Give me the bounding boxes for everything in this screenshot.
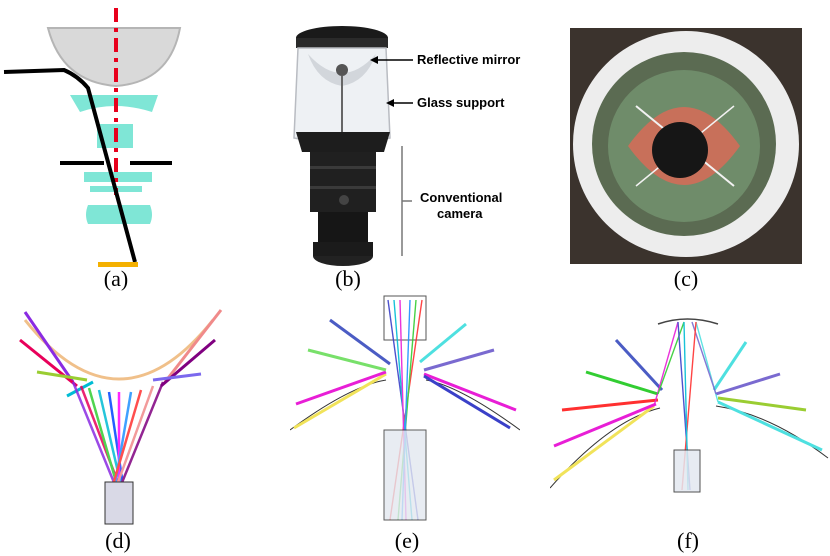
- label-glass-support: Glass support: [417, 95, 505, 110]
- panorama-drawing: [573, 31, 799, 257]
- panel-d-raytrace: [15, 300, 230, 530]
- chief-ray: [3, 67, 137, 263]
- mirror-profile-e: [290, 379, 387, 431]
- camera-screw: [339, 195, 349, 205]
- reflective-mirror-shape: [46, 27, 182, 88]
- mirror-profile-d: [23, 319, 215, 381]
- label-conventional-camera-line1: Conventional: [420, 190, 503, 205]
- label-reflective-mirror: Reflective mirror: [417, 52, 521, 67]
- camera-collar: [296, 132, 390, 152]
- panel-c-panorama: [570, 28, 802, 264]
- caption-f: (f): [677, 528, 699, 553]
- image-sensor: [98, 262, 138, 267]
- lens-element-3: [84, 172, 152, 182]
- panel-b-photo: [280, 20, 420, 270]
- panel-e-raytrace: [290, 290, 520, 530]
- camera-mount: [318, 212, 368, 244]
- lens-stack-f: [673, 449, 701, 493]
- lens-barrel-d: [104, 481, 134, 525]
- mirror-tip: [336, 64, 348, 76]
- mirror-reflection: [308, 54, 376, 86]
- caption-b: (b): [335, 266, 361, 291]
- caption-d: (d): [105, 528, 131, 553]
- lower-lens-stack-e: [383, 429, 427, 521]
- lens-element-5: [86, 205, 152, 224]
- device-photo-drawing: [293, 26, 391, 266]
- caption-a: (a): [103, 266, 129, 291]
- raytrace-d-drawing: [19, 309, 223, 525]
- upper-mirror-f: [657, 318, 719, 325]
- raytrace-f-drawing: [550, 318, 829, 493]
- mirror-profile-f: [550, 407, 661, 489]
- label-conventional-camera-line2: camera: [437, 206, 483, 221]
- panel-f-raytrace: [550, 310, 830, 520]
- caption-c: (c): [673, 266, 699, 291]
- panel-a-drawing: [3, 8, 182, 267]
- caption-e: (e): [394, 528, 420, 553]
- raytrace-e-drawing: [290, 295, 520, 521]
- reflected-ray-fan-d: [71, 381, 165, 486]
- panorama-center-blind-spot: [652, 122, 708, 178]
- upper-relay-e: [383, 295, 427, 341]
- panel-a-schematic: [0, 0, 200, 270]
